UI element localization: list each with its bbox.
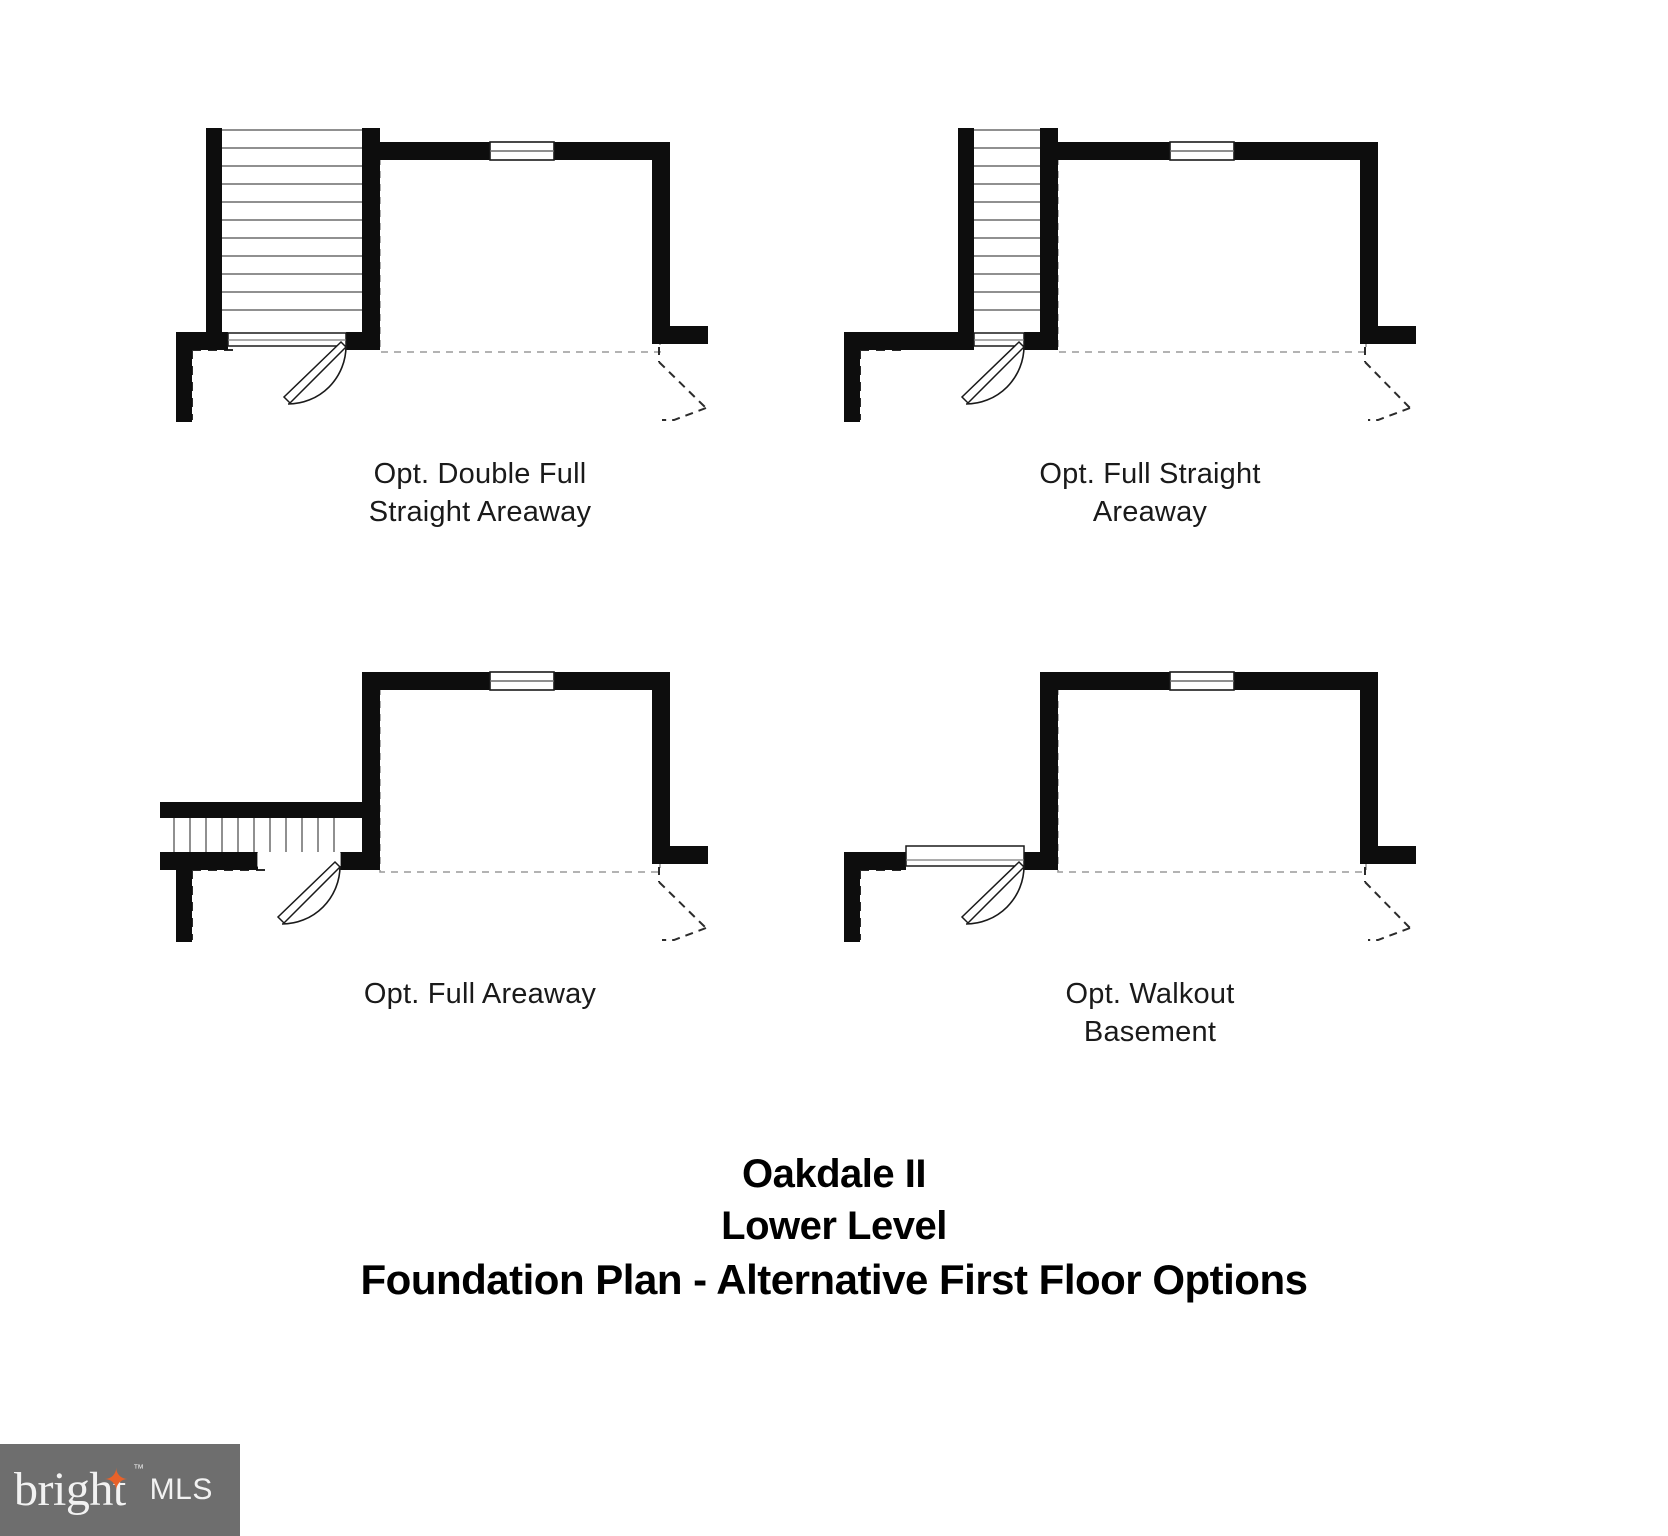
plan-grid: Opt. Double Full Straight Areaway: [150, 100, 1570, 1090]
window-4: [1169, 671, 1235, 691]
bright-mls-watermark: bright ✦ ™ MLS: [0, 1444, 240, 1536]
foundation-walls-2: [844, 128, 1416, 422]
footing-dashed-outline-1: [379, 158, 661, 353]
areaway-footing-dashed-1: [191, 349, 240, 420]
exterior-door-4: [905, 845, 1026, 925]
exterior-door-1: [227, 332, 348, 405]
footing-dashed-outline-2: [1057, 158, 1367, 353]
plan-caption-1: Opt. Double Full Straight Areaway: [150, 455, 810, 531]
window-3: [489, 671, 555, 691]
plan-caption-line: Opt. Full Straight: [1039, 458, 1261, 490]
plan-caption-4: Opt. Walkout Basement: [830, 975, 1470, 1051]
foundation-walls-1: [176, 128, 708, 422]
window-2: [1169, 141, 1235, 161]
plan-caption-line: Straight Areaway: [368, 496, 592, 528]
plan-opt-full-areaway: Opt. Full Areaway: [150, 620, 890, 1090]
areaway-footing-dashed-3: [191, 869, 270, 940]
wall-solid-1: [176, 128, 708, 422]
title-block: Oakdale II Lower Level Foundation Plan -…: [0, 1148, 1668, 1308]
plan-caption-line: Basement: [1083, 1016, 1217, 1048]
plan-subtitle: Foundation Plan - Alternative First Floo…: [360, 1256, 1308, 1303]
plan-drawing-3: [150, 620, 890, 980]
exterior-door-3: [257, 852, 342, 925]
watermark-mls-label: MLS: [149, 1473, 213, 1506]
wall-solid-3: [160, 672, 708, 942]
wall-solid-2: [844, 128, 1416, 422]
plan-drawing-4: [830, 620, 1570, 980]
plan-caption-line: Areaway: [1092, 496, 1208, 528]
plan-caption-3: Opt. Full Areaway: [150, 975, 810, 1013]
areaway-footing-dashed-2: [859, 349, 908, 420]
stair-run-2: [974, 129, 1040, 311]
watermark-brand-label: bright: [14, 1463, 126, 1516]
plan-opt-full-straight-areaway: Opt. Full Straight Areaway: [830, 100, 1570, 570]
areaway-footing-dashed-4: [859, 869, 908, 940]
exterior-door-2: [960, 332, 1026, 405]
plan-caption-line: Opt. Full Areaway: [363, 978, 597, 1010]
plan-caption-2: Opt. Full Straight Areaway: [830, 455, 1470, 531]
foundation-walls-3: [160, 671, 708, 942]
window-1: [489, 141, 555, 161]
plan-name: Oakdale II: [742, 1152, 926, 1196]
plan-caption-line: Opt. Double Full: [373, 458, 587, 490]
plan-caption-line: Opt. Walkout: [1065, 978, 1235, 1010]
plan-opt-walkout-basement: Opt. Walkout Basement: [830, 620, 1570, 1090]
foundation-walls-4: [844, 671, 1416, 942]
wall-solid-4: [844, 672, 1416, 942]
plan-opt-double-full-straight-areaway: Opt. Double Full Straight Areaway: [150, 100, 890, 570]
footing-dashed-outline-3: [379, 688, 661, 873]
watermark-brand-text: bright ✦ ™: [14, 1463, 144, 1516]
plan-level: Lower Level: [721, 1204, 947, 1248]
stair-run-1: [222, 129, 362, 311]
trademark-icon: ™: [133, 1463, 144, 1475]
plan-drawing-1: [150, 100, 890, 460]
stair-run-3: [173, 818, 335, 852]
plan-drawing-2: [830, 100, 1570, 460]
footing-dashed-outline-4: [1057, 688, 1367, 873]
